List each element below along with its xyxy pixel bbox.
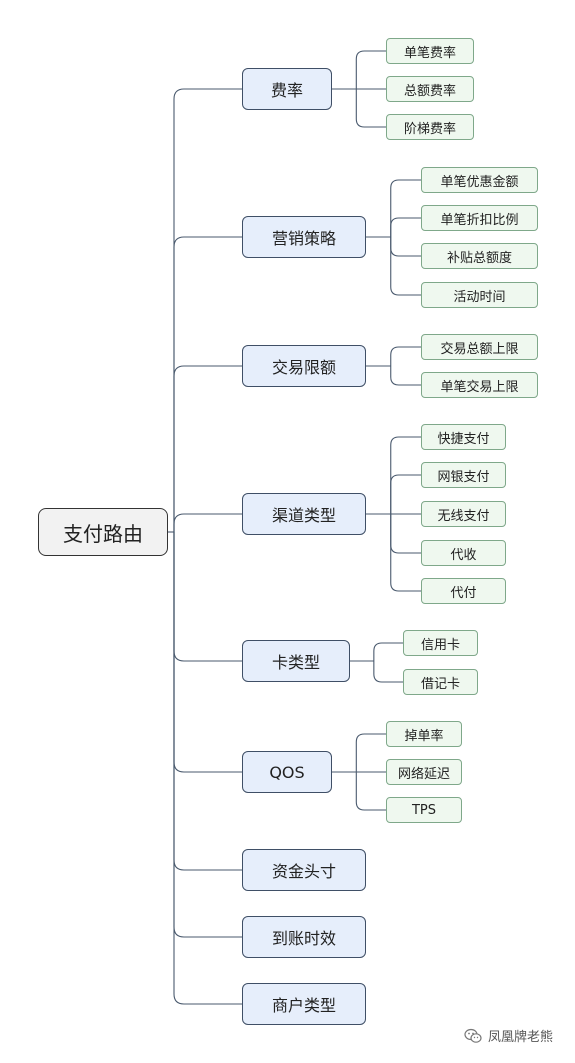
leaf-single-fee-rate[interactable]: 单笔费率 bbox=[386, 38, 474, 64]
watermark-text: 凤凰牌老熊 bbox=[488, 1030, 554, 1045]
leaf-connector bbox=[390, 179, 421, 237]
branch-settlement-time[interactable]: 到账时效 bbox=[242, 916, 366, 958]
leaf-total-fee-rate[interactable]: 总额费率 bbox=[386, 76, 474, 102]
leaf-connector bbox=[355, 89, 386, 128]
branch-channel-type[interactable]: 渠道类型 bbox=[242, 493, 366, 535]
leaf-disbursement[interactable]: 代付 bbox=[421, 578, 506, 604]
leaf-connector bbox=[355, 733, 386, 772]
branch-merchant-type[interactable]: 商户类型 bbox=[242, 983, 366, 1025]
leaf-campaign-time[interactable]: 活动时间 bbox=[421, 282, 538, 308]
leaf-tps[interactable]: TPS bbox=[386, 797, 462, 823]
leaf-connector bbox=[390, 366, 421, 386]
leaf-debit-card[interactable]: 借记卡 bbox=[403, 669, 478, 695]
branch-connector bbox=[173, 532, 242, 662]
leaf-tiered-fee-rate[interactable]: 阶梯费率 bbox=[386, 114, 474, 140]
leaf-total-transaction-cap[interactable]: 交易总额上限 bbox=[421, 334, 538, 360]
leaf-single-transaction-cap[interactable]: 单笔交易上限 bbox=[421, 372, 538, 398]
branch-connector bbox=[173, 365, 242, 532]
leaf-subsidy-total[interactable]: 补贴总额度 bbox=[421, 243, 538, 269]
branch-connector bbox=[173, 532, 242, 871]
leaf-single-discount-ratio[interactable]: 单笔折扣比例 bbox=[421, 205, 538, 231]
branch-connector bbox=[173, 513, 242, 532]
wechat-icon bbox=[464, 1028, 482, 1043]
leaf-credit-card[interactable]: 信用卡 bbox=[403, 630, 478, 656]
branch-marketing-strategy[interactable]: 营销策略 bbox=[242, 216, 366, 258]
leaf-quick-pay[interactable]: 快捷支付 bbox=[421, 424, 506, 450]
branch-connector bbox=[173, 236, 242, 532]
leaf-connector bbox=[355, 772, 386, 811]
branch-qos[interactable]: QOS bbox=[242, 751, 332, 793]
branch-fund-position[interactable]: 资金头寸 bbox=[242, 849, 366, 891]
branch-connector bbox=[173, 88, 242, 532]
branch-connector bbox=[173, 532, 242, 773]
leaf-single-discount-amount[interactable]: 单笔优惠金额 bbox=[421, 167, 538, 193]
branch-connector bbox=[173, 532, 242, 1005]
branch-connector bbox=[173, 532, 242, 938]
root-node[interactable]: 支付路由 bbox=[38, 508, 168, 556]
leaf-connector bbox=[390, 237, 421, 257]
branch-card-type[interactable]: 卡类型 bbox=[242, 640, 350, 682]
leaf-online-banking-pay[interactable]: 网银支付 bbox=[421, 462, 506, 488]
leaf-connector bbox=[373, 661, 403, 683]
leaf-connector bbox=[390, 514, 421, 592]
leaf-connector bbox=[355, 50, 386, 89]
leaf-network-latency[interactable]: 网络延迟 bbox=[386, 759, 462, 785]
leaf-drop-rate[interactable]: 掉单率 bbox=[386, 721, 462, 747]
leaf-connector bbox=[390, 436, 421, 514]
watermark: 凤凰牌老熊 bbox=[464, 1026, 553, 1045]
leaf-connector bbox=[390, 217, 421, 237]
branch-transaction-limit[interactable]: 交易限额 bbox=[242, 345, 366, 387]
leaf-connector bbox=[390, 237, 421, 296]
branch-fee-rate[interactable]: 费率 bbox=[242, 68, 332, 110]
leaf-connector bbox=[373, 642, 403, 661]
leaf-connector bbox=[390, 474, 421, 514]
leaf-connector bbox=[390, 346, 421, 366]
leaf-connector bbox=[390, 514, 421, 554]
leaf-wireless-pay[interactable]: 无线支付 bbox=[421, 501, 506, 527]
leaf-collection[interactable]: 代收 bbox=[421, 540, 506, 566]
